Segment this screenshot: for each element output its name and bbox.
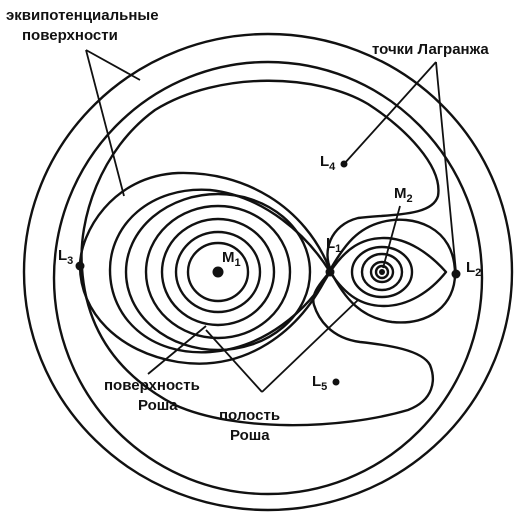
label-lagrange-points: точки Лагранжа — [372, 41, 489, 58]
label-l5: L5 — [312, 373, 327, 393]
lagrange-l1-dot — [326, 268, 335, 277]
label-l2: L2 — [466, 259, 481, 279]
leader-lagrange-l4 — [344, 62, 436, 164]
lagrange-l5-dot — [333, 379, 340, 386]
label-l3: L3 — [58, 247, 73, 267]
leader-roche-lobe-a — [206, 330, 262, 392]
label-equipotential-line2: поверхности — [22, 27, 118, 44]
leader-roche-lobe-b — [262, 300, 358, 392]
label-roche-surface-line1: поверхность — [104, 377, 200, 394]
leader-equipotential-a — [86, 50, 140, 80]
label-equipotential-line1: эквипотенциальные — [6, 7, 159, 24]
lagrange-l3-dot — [76, 262, 85, 271]
label-m1: M1 — [222, 249, 241, 269]
label-roche-lobe-line2: Роша — [230, 427, 270, 444]
label-roche-lobe-line1: полость — [219, 407, 280, 424]
label-m2: M2 — [394, 185, 413, 205]
label-roche-surface-line2: Роша — [138, 397, 178, 414]
horseshoe-equipotential — [82, 81, 439, 425]
leader-roche-surface — [148, 326, 206, 374]
mass-m2-dot — [379, 269, 385, 275]
label-l4: L4 — [320, 153, 336, 173]
mass-m1-dot — [213, 267, 224, 278]
